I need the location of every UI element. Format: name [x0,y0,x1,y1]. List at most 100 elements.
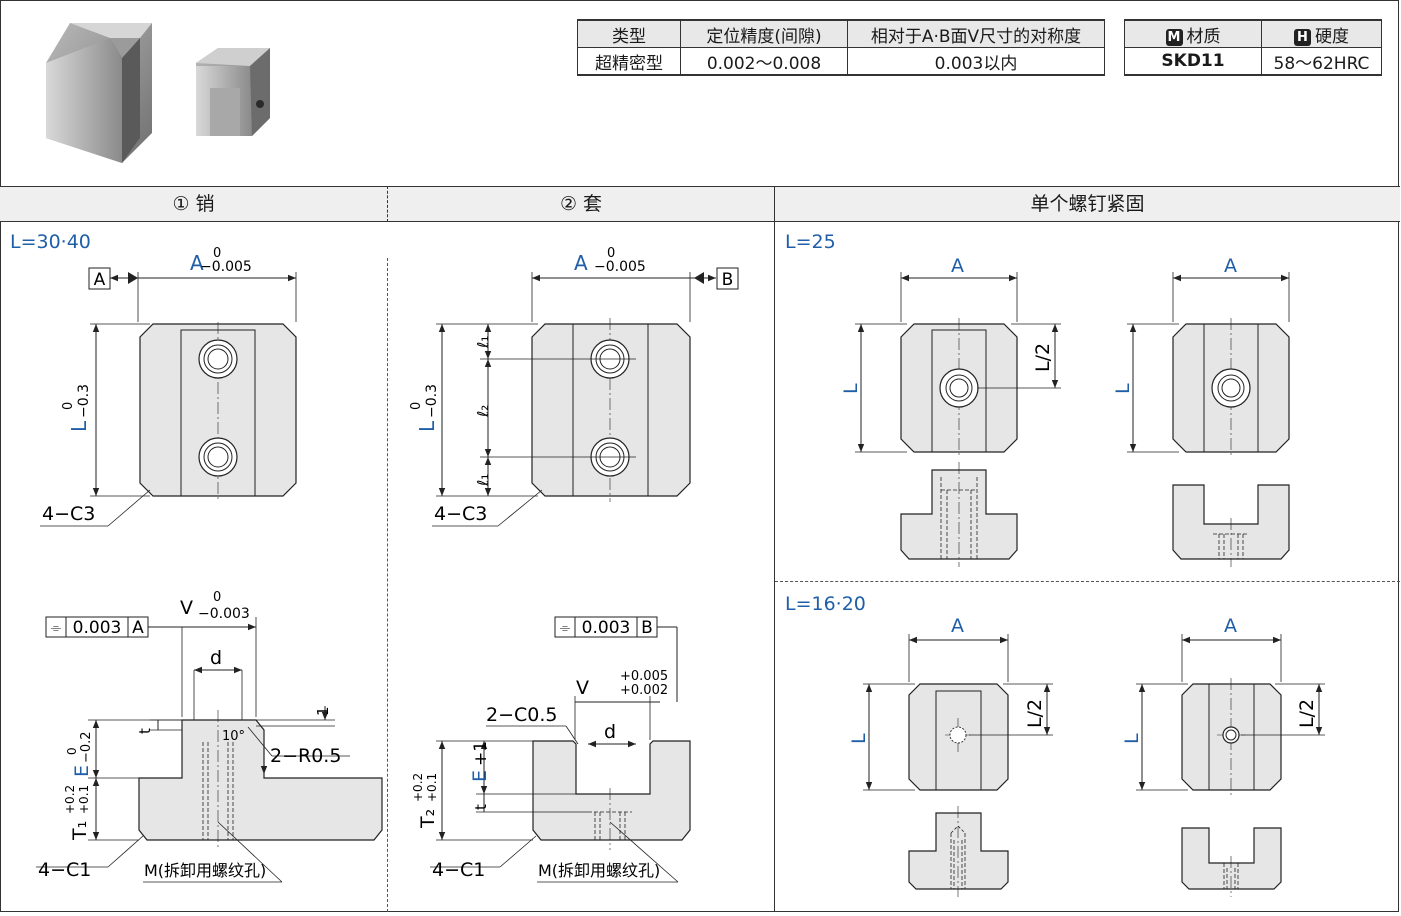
sleeve-datum-box [716,267,739,290]
section-header-single-screw: 单个螺钉紧固 [775,186,1400,222]
l16-pin-half-l: L/2 [1024,699,1046,728]
sleeve-drawing: B A 0 −0.005 L 0 −0.3 ℓ₁ ℓ₂ ℓ₁ 4−C3 ⌯ 0.… [409,246,739,883]
spec-table: 类型 定位精度(间隙) 相对于A·B面V尺寸的对称度 超精密型 0.002～0.… [577,19,1105,76]
l25-pin-a: A [951,255,964,277]
l25-pin-front [900,462,1018,567]
pin-sym-icon: ⌯ [51,621,62,636]
pin-one-label: 1 [314,706,332,716]
pin-thread-note: M(拆卸用螺纹孔) [144,861,266,880]
pin-width-tol-lower: −0.005 [200,259,252,275]
sleeve-length-tol-lower: −0.3 [424,384,440,418]
spec-cell-accuracy: 0.002～0.008 [680,47,848,76]
sleeve-l1-top: ℓ₁ [474,336,492,349]
sleeve-length-dim: L [415,420,439,432]
pin-t1-dim: T₁ [69,821,91,841]
pin-counterbore-bottom [198,437,238,477]
sleeve-sym-datum: B [641,618,653,638]
sleeve-length-tol-upper: 0 [409,402,424,410]
l25-sleeve-top: A L [1112,255,1290,458]
sleeve-sym-icon: ⌯ [560,621,571,636]
pin-sym-tol: 0.003 [73,618,122,638]
pin-e-tol-upper: 0 [65,747,79,755]
l16-pin-front [908,806,1009,897]
pin-length-tol-lower: −0.3 [76,384,92,418]
single-screw-drawing: L=25 L=16·20 A L L/2 A [785,231,1325,897]
pin-sym-datum: A [132,618,144,638]
sleeve-width-dim: A [574,251,588,275]
pin-drawing: L=30·40 A A 0 −0.005 L 0 −0.3 4−C3 ⌯ 0.0… [10,231,383,883]
l16-sleeve-front [1181,827,1282,897]
pin-chamfer-bottom: 4−C1 [38,859,91,881]
sleeve-top-body [531,323,691,497]
l25-sleeve-l: L [1112,383,1134,394]
l25-pin-top: A L L/2 [840,255,1061,458]
l25-pin-half-l: L/2 [1032,343,1054,372]
pin-t1-tol-upper: +0.2 [63,785,77,814]
pin-v-tol-upper: 0 [213,590,221,605]
l16-sleeve-l: L [1121,733,1143,744]
sleeve-l2: ℓ₂ [474,405,492,418]
material-badge-icon: M [1165,28,1183,46]
sleeve-v-dim: V [576,677,589,699]
sleeve-v-tol-lower: +0.002 [620,683,668,698]
pin-width-tol-upper: 0 [213,246,221,261]
section-header-pin: ① 销 [0,186,388,222]
sleeve-width-tol-upper: 0 [607,246,615,261]
sleeve-d-label: d [604,721,616,743]
l16-sleeve-half-l: L/2 [1296,699,1318,728]
spec-header-type: 类型 [577,19,681,48]
pin-v-dim: V [180,597,193,619]
sleeve-datum-label: B [722,270,734,290]
sleeve-chamfer-small: 2−C0.5 [486,704,558,726]
hardness-value: 58～62HRC [1261,47,1382,76]
l16-pin-a: A [951,615,964,637]
pin-angle: 10° [222,729,245,744]
spec-header-symmetry: 相对于A·B面V尺寸的对称度 [847,19,1105,48]
pin-datum-label: A [94,270,106,290]
pin-radius: 2−R0.5 [270,745,341,767]
pin-width-dim: A [190,251,204,275]
l25-sleeve-a: A [1224,255,1237,277]
spec-cell-type: 超精密型 [577,47,681,76]
sleeve-front-body [532,740,691,841]
sleeve-thread-note: M(拆卸用螺纹孔) [538,861,660,880]
sleeve-width-tol-lower: −0.005 [594,259,646,275]
material-value: SKD11 [1124,47,1262,76]
pin-t1-tol-lower: +0.1 [77,785,91,814]
l16-sleeve-top: A L L/2 [1121,615,1325,796]
divider-pin-sleeve [387,258,388,912]
hardness-badge-icon: H [1294,28,1311,46]
pin-counterbore-top [198,339,238,379]
l16-pin-l: L [848,733,870,744]
spec-header-accuracy: 定位精度(间隙) [680,19,848,48]
pin-e-dim: E [71,765,93,777]
sleeve-t2-tol-lower: +0.1 [425,773,439,802]
pin-length-dim: L [67,420,91,432]
pin-front-body [138,719,383,841]
product-photo [46,23,270,163]
l25-pin-l: L [840,383,862,394]
single-l25-label: L=25 [785,231,836,253]
pin-v-tol-lower: −0.003 [198,606,250,622]
sleeve-e-tol: +1 [471,741,491,766]
spec-cell-symmetry: 0.003以内 [847,47,1105,76]
pin-length-tol-upper: 0 [61,402,76,410]
l16-pin-top: A L L/2 [848,615,1053,791]
sleeve-l1-bottom: ℓ₁ [474,474,492,487]
section-header-sleeve: ② 套 [388,186,775,222]
sleeve-e-dim: E [469,770,491,782]
pin-e-tol-lower: −0.2 [79,731,94,763]
single-l16-label: L=16·20 [785,593,866,615]
sleeve-t2-tol-upper: +0.2 [411,773,425,802]
divider-single-rows [775,581,1400,582]
l16-sleeve-a: A [1224,615,1237,637]
pin-d-label: d [210,647,222,669]
sleeve-chamfer-bottom: 4−C1 [432,859,485,881]
pin-l-label: L=30·40 [10,231,91,253]
l25-sleeve-front [1172,484,1290,567]
pin-chamfer: 4−C3 [42,503,95,525]
